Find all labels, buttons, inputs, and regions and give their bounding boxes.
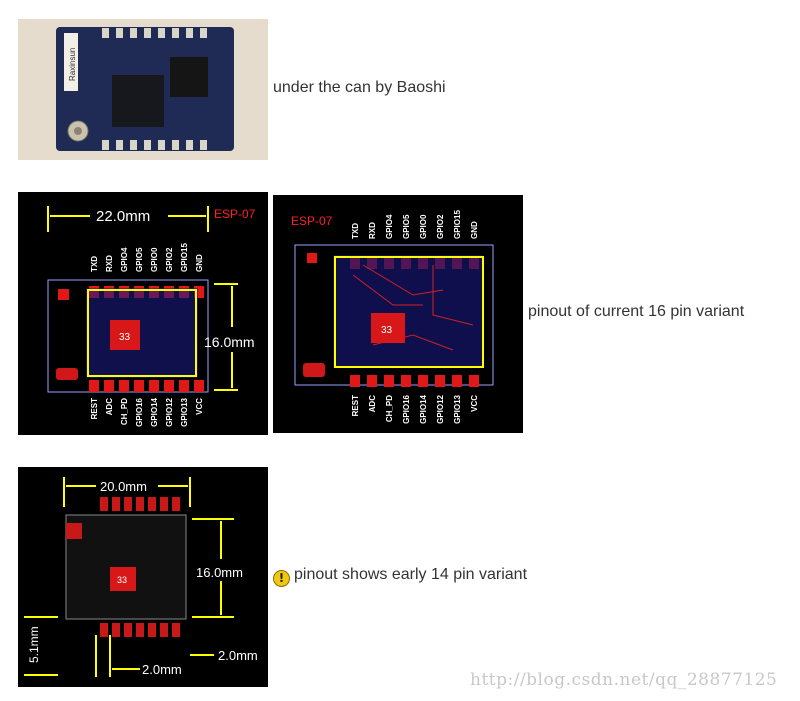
- pin-pad: [194, 286, 204, 298]
- watermark: http://blog.csdn.net/qq_28877125: [470, 670, 778, 690]
- caption-under-the-can: under the can by Baoshi: [273, 79, 446, 96]
- pin-label: GPIO12: [436, 394, 445, 423]
- module-label: ESP-07: [214, 207, 256, 221]
- pin-label: TXD: [90, 256, 99, 272]
- pin-pad: [104, 380, 114, 392]
- pin-pad: [418, 375, 428, 387]
- warning-icon: !: [273, 570, 290, 587]
- pin-label: RXD: [368, 222, 377, 239]
- pin-label: GPIO16: [402, 394, 411, 423]
- pin-label: GPIO13: [453, 394, 462, 423]
- pin-pad: [149, 380, 159, 392]
- pin-pad: [452, 375, 462, 387]
- pitch-dimension-label-2: 2.0mm: [218, 648, 258, 663]
- pin-label: GPIO5: [135, 247, 144, 272]
- pin-label: VCC: [195, 398, 204, 415]
- pin-label: GPIO5: [402, 214, 411, 239]
- pin-pad: [179, 380, 189, 392]
- width-dimension-label: 22.0mm: [96, 208, 150, 225]
- esp07-early-diagram: 20.0mm 33 16.0mm 5.1mm 2.0mm 2.0mm: [18, 467, 268, 687]
- pin-label: GPIO0: [150, 247, 159, 272]
- module-label: ESP-07: [291, 214, 333, 228]
- pitch-dimension-label: 2.0mm: [142, 662, 182, 677]
- caption-early-14-pin: !pinout shows early 14 pin variant: [273, 566, 527, 587]
- pin-label: RXD: [105, 255, 114, 272]
- width-dimension-label: 20.0mm: [100, 479, 147, 494]
- chip-label: 33: [381, 325, 393, 336]
- pin-label: GPIO0: [419, 214, 428, 239]
- height-dimension-label: 16.0mm: [204, 334, 255, 350]
- pin-label: REST: [351, 395, 360, 416]
- pin-label: GPIO14: [419, 394, 428, 423]
- pin-label: GPIO4: [120, 247, 129, 272]
- pin-pad: [119, 380, 129, 392]
- module-brand-text: Raxinsun: [68, 48, 77, 81]
- pin-pad: [89, 380, 99, 392]
- pin-label: REST: [90, 398, 99, 419]
- esp-module-photo: Raxinsun: [18, 19, 268, 160]
- chip-label: 33: [117, 575, 127, 585]
- pin-label: GND: [195, 254, 204, 272]
- bottom-pin-labels: REST ADC CH_PD GPIO16 GPIO14 GPIO12 GPIO13 VCC: [89, 380, 204, 427]
- pin-pad: [350, 375, 360, 387]
- pin-label: CH_PD: [120, 398, 129, 425]
- pin-label: CH_PD: [385, 395, 394, 422]
- height-dimension-label: 16.0mm: [196, 565, 243, 580]
- pin-label: VCC: [470, 395, 479, 412]
- pin-pad: [435, 375, 445, 387]
- pin-label: GPIO15: [180, 243, 189, 272]
- chip-label: 33: [119, 332, 131, 343]
- caption-early-14-pin-text: pinout shows early 14 pin variant: [294, 566, 528, 583]
- pin-label: GPIO2: [165, 247, 174, 272]
- pin-pad: [164, 380, 174, 392]
- pin-label: GPIO13: [180, 397, 189, 426]
- side-dimension-label: 5.1mm: [27, 626, 41, 663]
- esp07-dimension-diagram: 22.0mm ESP-07 TXD RXD GPIO4 GPIO5 GPIO0 GPIO2…: [18, 192, 268, 435]
- pin-label: GPIO15: [453, 210, 462, 239]
- pin-pad: [384, 375, 394, 387]
- pin-label: GPIO12: [165, 397, 174, 426]
- caption-current-16-pin: pinout of current 16 pin variant: [528, 303, 745, 320]
- pin-label: ADC: [368, 395, 377, 413]
- pin-label: TXD: [351, 223, 360, 239]
- pin-label: ADC: [105, 398, 114, 416]
- bottom-pin-labels: REST ADC CH_PD GPIO16 GPIO14 GPIO12 GPIO13 VCC: [350, 375, 479, 424]
- pin-pad: [367, 375, 377, 387]
- pin-pad: [134, 380, 144, 392]
- pin-pad: [469, 375, 479, 387]
- pin-label: GND: [470, 221, 479, 239]
- pin-pad: [194, 380, 204, 392]
- pin-label: GPIO2: [436, 214, 445, 239]
- pin-label: GPIO14: [150, 397, 159, 426]
- pin-pad: [401, 375, 411, 387]
- pin-label: GPIO16: [135, 397, 144, 426]
- pin-label: GPIO4: [385, 214, 394, 239]
